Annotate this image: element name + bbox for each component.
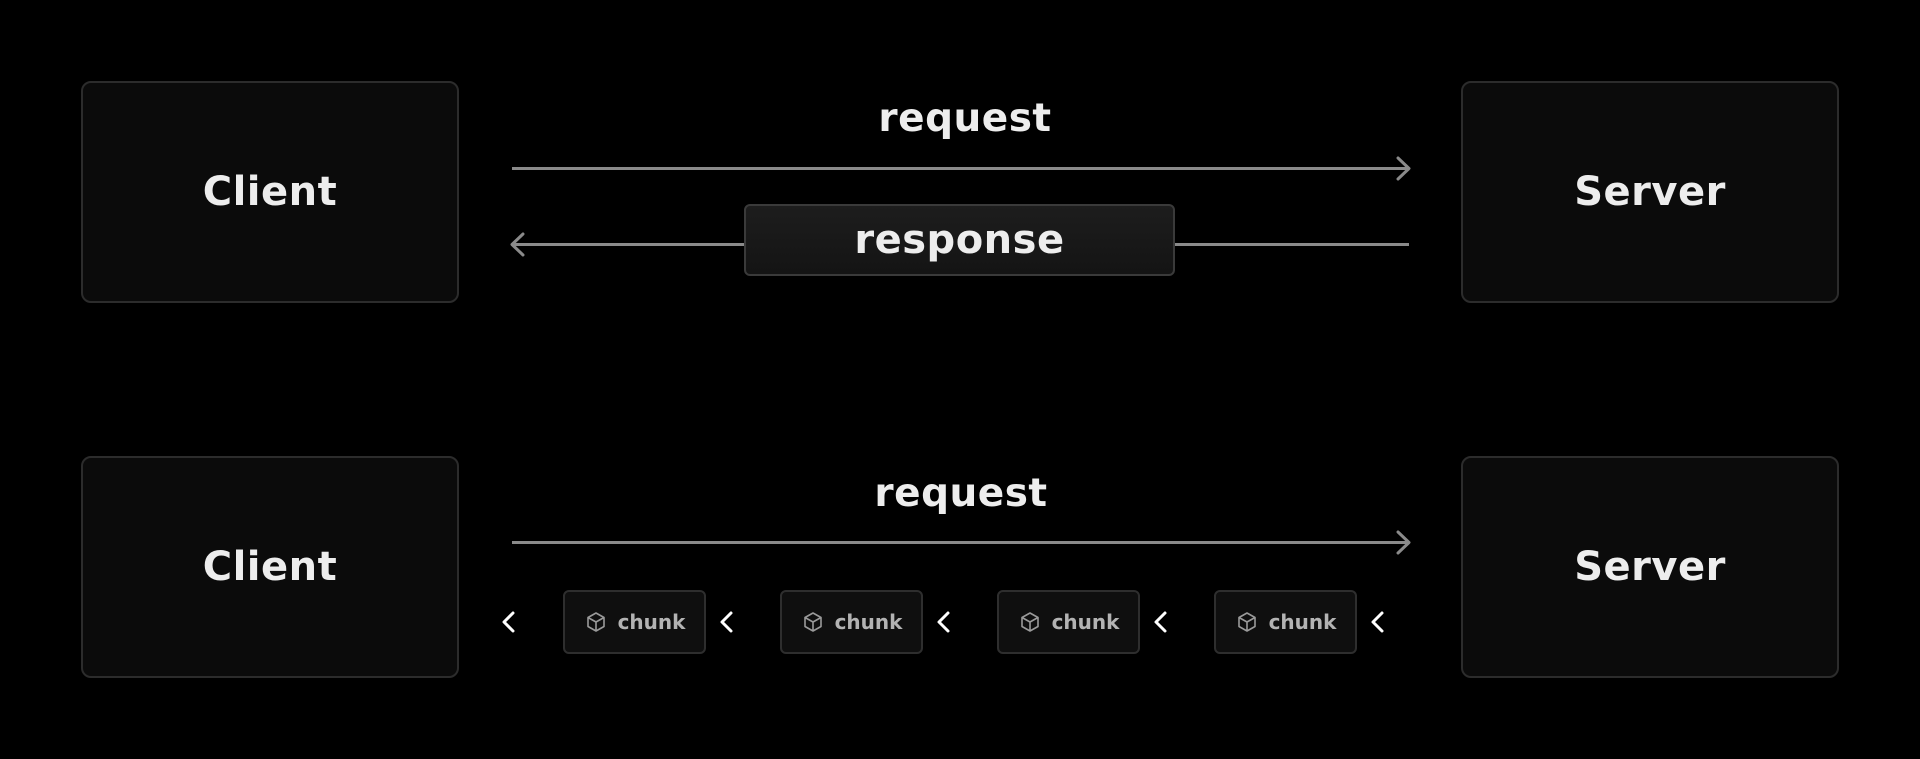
- bottom-request-line: [512, 541, 1408, 544]
- chunk-label: chunk: [834, 610, 903, 634]
- stream-arrow-2-icon: [720, 611, 764, 633]
- top-response-line-left: [512, 243, 746, 246]
- top-client-box: Client: [81, 81, 459, 303]
- stream-arrow-5-icon: [1371, 611, 1415, 633]
- chunk-label: chunk: [1268, 610, 1337, 634]
- chunk-2: chunk: [780, 590, 923, 654]
- bottom-request-label: request: [874, 471, 1048, 516]
- top-client-label: Client: [202, 169, 338, 215]
- cube-icon: [586, 612, 605, 632]
- top-request-label: request: [878, 96, 1052, 141]
- cube-icon: [1237, 612, 1256, 632]
- top-request-arrowhead-icon: [1396, 156, 1411, 181]
- cube-icon: [1020, 612, 1039, 632]
- top-response-pill: response: [744, 204, 1175, 276]
- bottom-server-box: Server: [1461, 456, 1839, 678]
- top-request-line: [512, 167, 1408, 170]
- bottom-client-box: Client: [81, 456, 459, 678]
- stream-arrow-3-icon: [937, 611, 981, 633]
- stream-arrow-1-icon: [502, 611, 546, 633]
- chunk-3: chunk: [997, 590, 1140, 654]
- top-response-line-right: [1173, 243, 1409, 246]
- top-server-box: Server: [1461, 81, 1839, 303]
- stream-arrow-4-icon: [1154, 611, 1198, 633]
- top-response-label: response: [854, 217, 1065, 263]
- bottom-client-label: Client: [202, 544, 338, 590]
- chunk-1: chunk: [563, 590, 706, 654]
- cube-icon: [803, 612, 822, 632]
- chunk-4: chunk: [1214, 590, 1357, 654]
- bottom-request-arrowhead-icon: [1396, 530, 1411, 555]
- chunk-label: chunk: [1051, 610, 1120, 634]
- top-server-label: Server: [1574, 169, 1726, 215]
- bottom-server-label: Server: [1574, 544, 1726, 590]
- top-response-arrowhead-icon: [510, 232, 525, 257]
- chunk-label: chunk: [617, 610, 686, 634]
